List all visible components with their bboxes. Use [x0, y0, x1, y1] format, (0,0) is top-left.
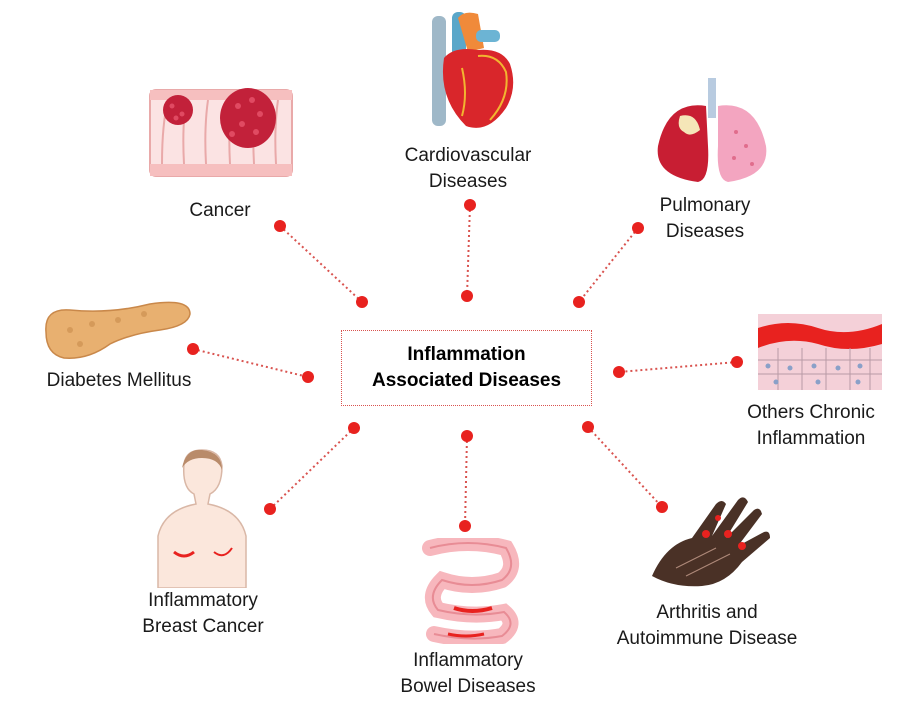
dot [348, 422, 360, 434]
dot [573, 296, 585, 308]
dot [461, 290, 473, 302]
dot [613, 366, 625, 378]
label-cancer: Cancer [160, 198, 280, 224]
label-line: Diabetes Mellitus [24, 368, 214, 394]
label-line: Autoimmune Disease [596, 626, 818, 652]
lungs-icon [648, 76, 776, 186]
connector-cancer [280, 226, 362, 302]
label-line: Inflammation [728, 426, 894, 452]
dot [461, 430, 473, 442]
label-line: Diseases [630, 219, 780, 245]
dot [264, 503, 276, 515]
pancreas-icon [40, 296, 196, 364]
arthritic-hand-icon [646, 488, 778, 592]
label-pulmonary: Pulmonary Diseases [630, 193, 780, 245]
label-line: Diseases [378, 169, 558, 195]
colon-tumor-icon [148, 84, 294, 182]
dot [582, 421, 594, 433]
dot [464, 199, 476, 211]
label-cardiovascular: Cardiovascular Diseases [378, 143, 558, 195]
label-line: Breast Cancer [118, 614, 288, 640]
label-line: Inflammatory [118, 588, 288, 614]
label-line: Pulmonary [630, 193, 780, 219]
dot [302, 371, 314, 383]
heart-icon [418, 8, 522, 136]
label-line: Bowel Diseases [378, 674, 558, 700]
inflamed-tissue-icon [758, 314, 882, 390]
label-arthritis: Arthritis and Autoimmune Disease [596, 600, 818, 652]
central-node-title-line2: Associated Diseases [372, 368, 561, 394]
label-chronic: Others Chronic Inflammation [728, 400, 894, 452]
dot [459, 520, 471, 532]
label-line: Cancer [160, 198, 280, 224]
intestine-icon [418, 538, 522, 644]
label-diabetes: Diabetes Mellitus [24, 368, 214, 394]
label-breast: Inflammatory Breast Cancer [118, 588, 288, 640]
label-line: Arthritis and [596, 600, 818, 626]
label-line: Inflammatory [378, 648, 558, 674]
dot [356, 296, 368, 308]
connector-cardiovascular [467, 205, 470, 296]
female-torso-icon [150, 448, 254, 588]
label-line: Others Chronic [728, 400, 894, 426]
connector-bowel [465, 436, 467, 526]
connector-chronic [619, 362, 737, 372]
central-node: Inflammation Associated Diseases [341, 330, 592, 406]
connector-breast [270, 428, 354, 509]
central-node-title-line1: Inflammation [407, 342, 525, 368]
label-bowel: Inflammatory Bowel Diseases [378, 648, 558, 700]
dot [731, 356, 743, 368]
label-line: Cardiovascular [378, 143, 558, 169]
